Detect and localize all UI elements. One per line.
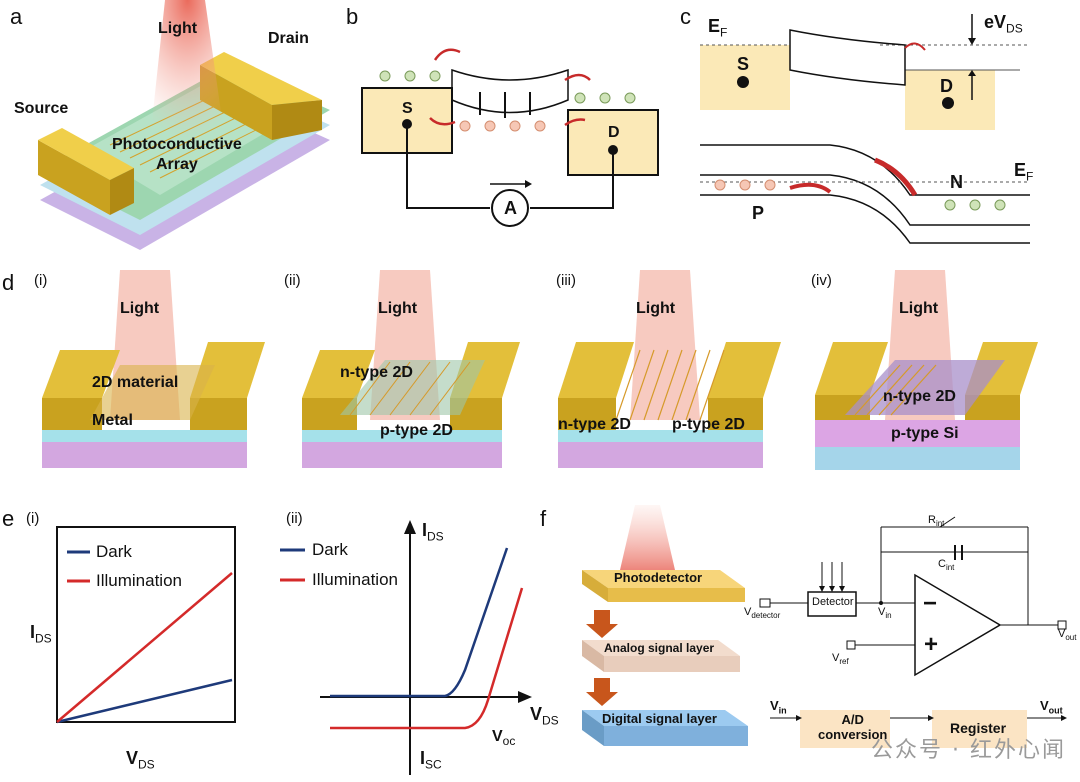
panel-d-i-device bbox=[42, 270, 265, 468]
panel-d-i-id: (i) bbox=[34, 272, 48, 289]
panel-f: f bbox=[540, 500, 1080, 782]
panel-a: a Light Drain Source Photoconduct bbox=[0, 0, 340, 270]
panel-f-vref: Vref bbox=[832, 652, 849, 667]
panel-e-i-plot bbox=[56, 526, 236, 724]
panel-d-i-label-1: Metal bbox=[92, 412, 133, 429]
panel-b-circuit bbox=[361, 48, 659, 227]
panel-d-iii-id: (iii) bbox=[556, 272, 576, 289]
panel-e-i-ylabel: IDS bbox=[30, 622, 52, 646]
panel-d-i-light: Light bbox=[120, 300, 160, 317]
panel-f-layer-analog: Analog signal layer bbox=[604, 641, 715, 655]
panel-d-iii-label-1: p-type 2D bbox=[672, 416, 745, 433]
panel-d-ii: (ii) Light n-type 2D p-type 2D bbox=[284, 270, 530, 500]
panel-c-n: N bbox=[950, 172, 963, 192]
panel-f-vout: Vout bbox=[1058, 628, 1077, 643]
panel-f-rint: Rint bbox=[928, 514, 945, 529]
panel-f-cint: Cint bbox=[938, 558, 955, 573]
panel-b: b S D A bbox=[340, 0, 680, 270]
panel-f-vin: Vin bbox=[878, 606, 892, 621]
panel-a-label: a bbox=[10, 4, 23, 29]
panel-f-layer-digital: Digital signal layer bbox=[602, 711, 717, 726]
panel-b-label: b bbox=[346, 4, 359, 29]
panel-f-opamp-minus: − bbox=[923, 590, 938, 617]
panel-d-i-label-0: 2D material bbox=[92, 374, 179, 391]
panel-b-ammeter: A bbox=[504, 198, 517, 218]
panel-e-i-illum: Illumination bbox=[96, 571, 182, 590]
panel-d-iv-device bbox=[815, 270, 1038, 470]
panel-d-iv-label-1: p-type Si bbox=[891, 425, 959, 442]
panel-f-opamp-plus: + bbox=[924, 631, 939, 658]
panel-e-ii-illum: Illumination bbox=[312, 570, 398, 589]
panel-d-iii: (iii) Light n-type 2D p-type 2D bbox=[550, 270, 790, 500]
panel-e-ii-voc: Voc bbox=[492, 728, 516, 749]
panel-d: d (i) Light 2D material Metal (ii) Light… bbox=[0, 270, 1080, 500]
panel-a-array: Photoconductive Array bbox=[112, 136, 242, 173]
panel-f-adc: A/D conversion bbox=[818, 712, 888, 742]
panel-c: c EF eVDS S D P N EF bbox=[680, 0, 1080, 270]
panel-d-iii-device bbox=[558, 270, 781, 468]
panel-e-label: e bbox=[2, 506, 15, 531]
panel-d-iv: (iv) Light n-type 2D p-type Si bbox=[805, 270, 1045, 500]
panel-e: e (i) Dark Illumination IDS VDS (ii) Dar… bbox=[0, 500, 560, 782]
panel-e-ii-xlabel: VDS bbox=[530, 704, 559, 728]
panel-f-detector: Detector bbox=[812, 596, 854, 608]
panel-f-register: Register bbox=[950, 720, 1007, 736]
panel-d-ii-light: Light bbox=[378, 300, 418, 317]
panel-c-evds: eVDS bbox=[984, 12, 1023, 36]
panel-d-ii-id: (ii) bbox=[284, 272, 301, 289]
panel-e-i-dark: Dark bbox=[96, 542, 132, 561]
panel-f-label: f bbox=[540, 506, 547, 531]
panel-f-vdetector: Vdetector bbox=[744, 606, 781, 621]
panel-d-label: d bbox=[2, 270, 15, 295]
panel-d-ii-device bbox=[302, 270, 520, 468]
panel-d-ii-label-0: n-type 2D bbox=[340, 364, 413, 381]
panel-a-drain: Drain bbox=[268, 30, 309, 47]
panel-e-ii-ylabel: IDS bbox=[422, 520, 444, 544]
panel-e-ii-dark: Dark bbox=[312, 540, 348, 559]
panel-b-s: S bbox=[402, 100, 413, 117]
panel-c-ef-top: EF bbox=[708, 16, 728, 40]
panel-d-i: (i) Light 2D material Metal bbox=[30, 270, 270, 500]
panel-c-d: D bbox=[940, 76, 953, 96]
panel-f-bottom-vout: Vout bbox=[1040, 698, 1063, 716]
panel-e-ii-id: (ii) bbox=[286, 510, 303, 527]
panel-a-illustration bbox=[38, 0, 330, 250]
panel-d-iv-label-0: n-type 2D bbox=[883, 388, 956, 405]
panel-c-band-diagram bbox=[700, 14, 1030, 244]
panel-d-iii-label-0: n-type 2D bbox=[558, 416, 631, 433]
panel-f-layer-photodetector: Photodetector bbox=[614, 570, 703, 585]
panel-c-ef-bottom: EF bbox=[1014, 160, 1034, 184]
panel-d-iv-id: (iv) bbox=[811, 272, 832, 289]
panel-d-iv-light: Light bbox=[899, 300, 939, 317]
panel-e-i-xlabel: VDS bbox=[126, 748, 155, 772]
panel-c-label: c bbox=[680, 4, 691, 29]
panel-b-d: D bbox=[608, 124, 620, 141]
panel-d-ii-label-1: p-type 2D bbox=[380, 422, 453, 439]
panel-c-p: P bbox=[752, 203, 765, 223]
panel-f-bottom-vin: Vin bbox=[770, 698, 787, 716]
watermark: 公众号 · 红外心闻 bbox=[871, 738, 1066, 763]
panel-a-light: Light bbox=[158, 20, 198, 37]
panel-c-s: S bbox=[737, 54, 750, 74]
panel-d-iii-light: Light bbox=[636, 300, 676, 317]
panel-e-ii-plot bbox=[280, 520, 532, 775]
panel-f-schematic bbox=[582, 505, 1067, 748]
panel-e-i-id: (i) bbox=[26, 510, 40, 527]
panel-a-source: Source bbox=[14, 100, 69, 117]
panel-e-ii-isc: ISC bbox=[420, 748, 442, 772]
